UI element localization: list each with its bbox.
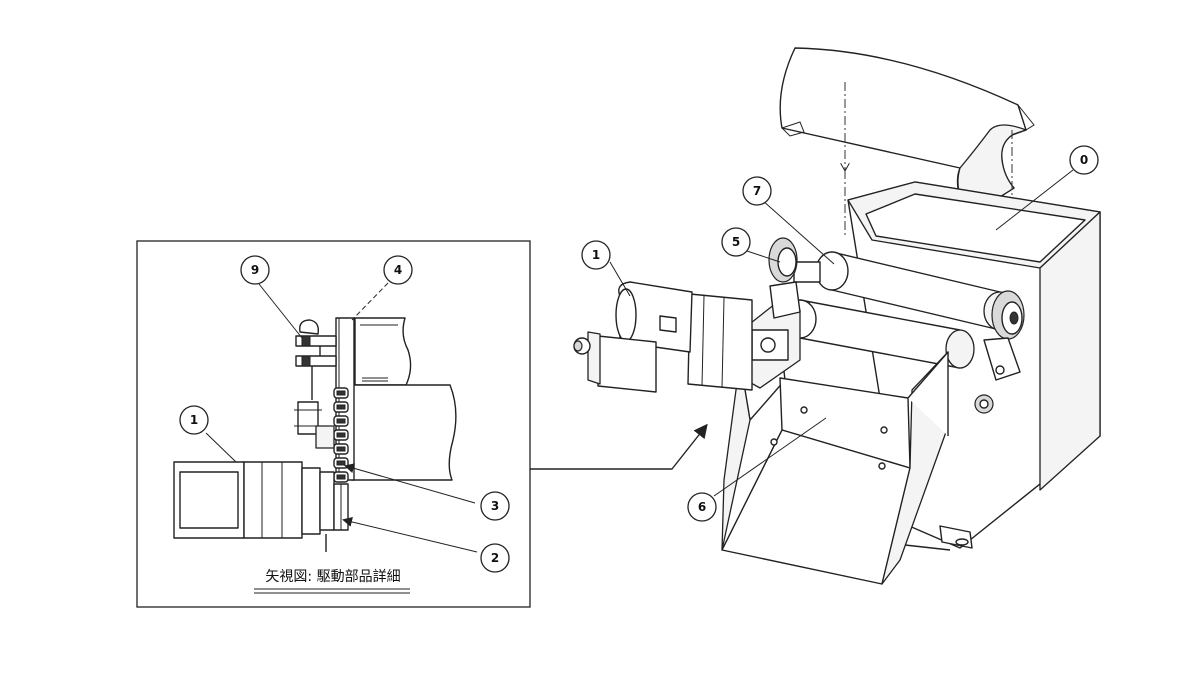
svg-text:2: 2 <box>491 551 499 565</box>
balloon-6: 6 <box>687 492 717 522</box>
cover <box>779 47 1035 213</box>
main-motor <box>573 281 753 393</box>
detail-caption: 矢視図: 駆動部品詳細 <box>265 569 400 585</box>
right-gear <box>983 290 1025 381</box>
svg-text:9: 9 <box>251 263 259 277</box>
svg-text:1: 1 <box>190 413 198 427</box>
svg-text:4: 4 <box>394 263 402 277</box>
balloon-0: 0 <box>1069 145 1099 175</box>
main-assembly: 1 5 7 0 6 <box>573 47 1101 585</box>
view-arrow <box>530 423 708 470</box>
detail-motor <box>173 461 335 539</box>
svg-text:3: 3 <box>491 499 499 513</box>
svg-text:1: 1 <box>592 248 600 262</box>
balloon-1-main: 1 <box>581 240 611 270</box>
balloon-1-detail: 1 <box>179 405 209 435</box>
balloon-5: 5 <box>721 227 751 257</box>
svg-text:7: 7 <box>753 184 761 198</box>
balloon-9: 9 <box>240 255 270 285</box>
drive-gear-housing <box>741 237 801 389</box>
balloon-2: 2 <box>480 543 510 573</box>
balloon-7: 7 <box>742 176 772 206</box>
detail-view: 矢視図: 駆動部品詳細 9 4 1 3 2 <box>136 240 531 608</box>
svg-text:0: 0 <box>1080 153 1088 167</box>
balloon-3: 3 <box>480 491 510 521</box>
svg-text:5: 5 <box>732 235 740 249</box>
svg-text:6: 6 <box>698 500 706 514</box>
chain <box>333 387 349 483</box>
balloon-4: 4 <box>383 255 413 285</box>
